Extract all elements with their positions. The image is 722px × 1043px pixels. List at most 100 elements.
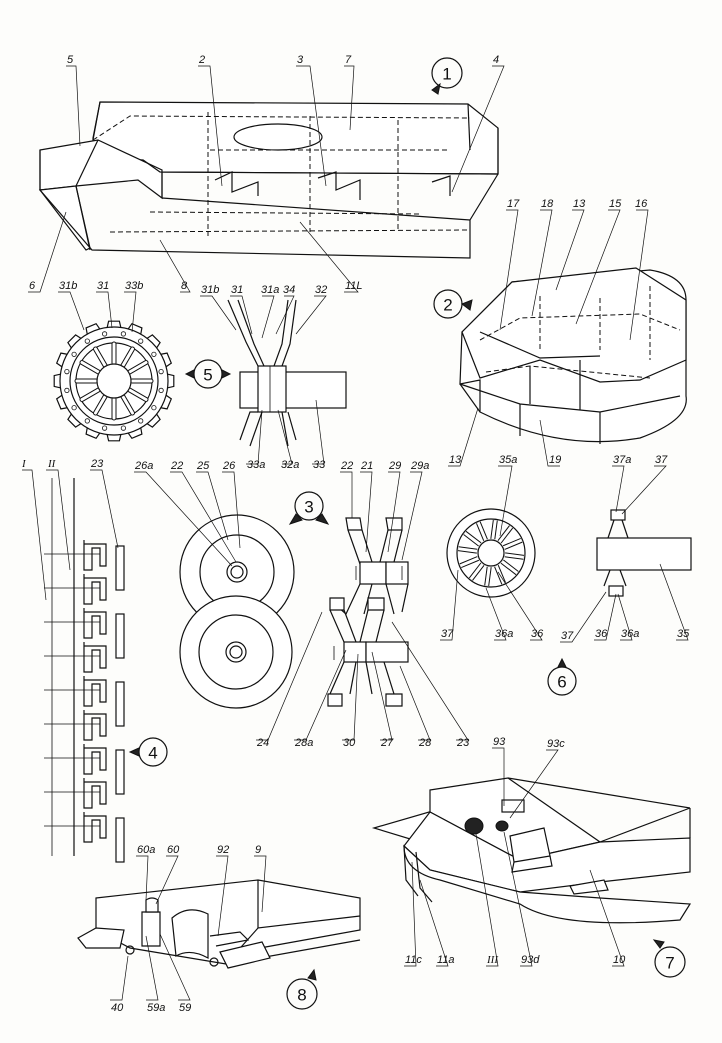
callout: 18 — [541, 198, 554, 210]
idler-labels: 35a 37a 37 37 36a 36 37 36 36a 35 — [441, 454, 690, 642]
step-marker-4: 4 — [128, 737, 168, 767]
step-marker-1: 1 — [431, 57, 463, 95]
sprocket-spoke-fill — [121, 395, 134, 415]
step-marker-6: 6 — [547, 657, 577, 696]
rear-hull-drawing — [371, 747, 692, 967]
wheels-labels: 26a 22 25 26 22 21 29 29a 24 28a 30 27 2… — [134, 460, 470, 749]
callout: 60 — [167, 844, 180, 856]
track-link — [83, 710, 107, 741]
callout: 23 — [90, 458, 104, 470]
callout: 5 — [67, 54, 74, 66]
track-guide — [115, 681, 125, 727]
callout: 29a — [410, 460, 429, 472]
callout: 22 — [170, 460, 183, 472]
bolt-hole — [120, 425, 127, 431]
svg-text:7: 7 — [665, 954, 674, 973]
idler-spoke-fill — [463, 531, 481, 546]
track-link — [83, 608, 107, 639]
rear-hull-labels: 93 93c 11c 11a III 93d 10 — [405, 736, 626, 966]
svg-text:6: 6 — [557, 673, 566, 692]
callout: 2 — [198, 54, 205, 66]
track-guide — [115, 749, 125, 795]
road-wheels-drawing — [134, 471, 295, 709]
sprocket-axle-drawing — [200, 295, 347, 465]
callout: 92 — [217, 844, 229, 856]
step-marker-7: 7 — [652, 939, 686, 978]
track-link — [83, 812, 107, 843]
bolt-hole — [64, 387, 70, 393]
idler-spoke-fill — [501, 560, 519, 575]
callout: 93 — [493, 736, 506, 748]
svg-text:3: 3 — [304, 498, 313, 517]
idler-spoke-fill — [498, 525, 513, 543]
bolt-hole — [71, 351, 77, 357]
callout: 37 — [441, 628, 454, 640]
callout: 28a — [294, 737, 313, 749]
idler-spoke-fill — [476, 521, 487, 541]
front-hull-drawing — [77, 855, 361, 1001]
callout: 33 — [313, 459, 326, 471]
bolt-hole — [138, 418, 144, 424]
bolt-hole — [158, 387, 164, 393]
callout: 60a — [137, 844, 155, 856]
sprocket-spoke-fill — [80, 361, 100, 374]
callout: 32 — [315, 284, 327, 296]
callout: II — [47, 458, 57, 470]
sprocket-spoke-fill — [94, 347, 107, 367]
callout: 16 — [635, 198, 648, 210]
callout: 13 — [449, 454, 462, 466]
callout: 35a — [499, 454, 517, 466]
hull-box-drawing — [28, 65, 505, 293]
track-drawing — [22, 469, 125, 863]
step-marker-2: 2 — [433, 289, 473, 319]
track-link — [83, 540, 107, 571]
idler-spoke-fill — [469, 563, 484, 581]
track-guide — [115, 613, 125, 659]
callout: 32a — [281, 459, 299, 471]
svg-text:5: 5 — [203, 366, 212, 385]
callout: 23 — [456, 737, 470, 749]
bolt-hole — [71, 405, 77, 411]
callout: 31a — [261, 284, 279, 296]
callout: 9 — [255, 844, 261, 856]
step-marker-8: 8 — [286, 968, 318, 1010]
callout: 26a — [134, 460, 153, 472]
callout: 10 — [613, 954, 626, 966]
sprocket-labels: 31b 31 33b 31b 31 31a 34 32 33a 32a 33 — [59, 280, 327, 471]
callout: 33b — [125, 280, 143, 292]
bolt-hole — [84, 338, 90, 344]
bolt-hole — [138, 338, 144, 344]
turret-labels: 17 18 13 15 16 13 19 — [449, 198, 648, 466]
callout: 24 — [256, 737, 269, 749]
callout: 59 — [179, 1002, 191, 1014]
callout: 59a — [147, 1002, 165, 1014]
callout: 3 — [297, 54, 304, 66]
callout: 11L — [345, 280, 363, 292]
track-guide — [115, 545, 125, 591]
turret-drawing — [448, 209, 687, 467]
callout: 13 — [573, 198, 586, 210]
front-hull-labels: 60a 60 92 9 40 59a 59 — [111, 844, 261, 1014]
callout: 25 — [196, 460, 210, 472]
callout: 93d — [521, 954, 540, 966]
bolt-hole — [151, 351, 157, 357]
bolt-hole — [158, 368, 164, 375]
callout: 33a — [247, 459, 265, 471]
callout: 17 — [507, 198, 520, 210]
sprocket-spoke-fill — [128, 361, 148, 374]
idler-spoke-fill — [458, 547, 478, 553]
callout: 36 — [531, 628, 544, 640]
sprocket-drawing — [53, 291, 175, 442]
track-link — [83, 574, 107, 605]
callout: I — [21, 458, 27, 470]
callout: 19 — [549, 454, 561, 466]
callout: 31 — [231, 284, 243, 296]
bolt-hole — [84, 418, 90, 424]
track-link — [83, 642, 107, 673]
callout: III — [486, 954, 499, 966]
callout: 4 — [493, 54, 499, 66]
idler-spoke-fill — [503, 538, 523, 549]
callout: 30 — [343, 737, 356, 749]
